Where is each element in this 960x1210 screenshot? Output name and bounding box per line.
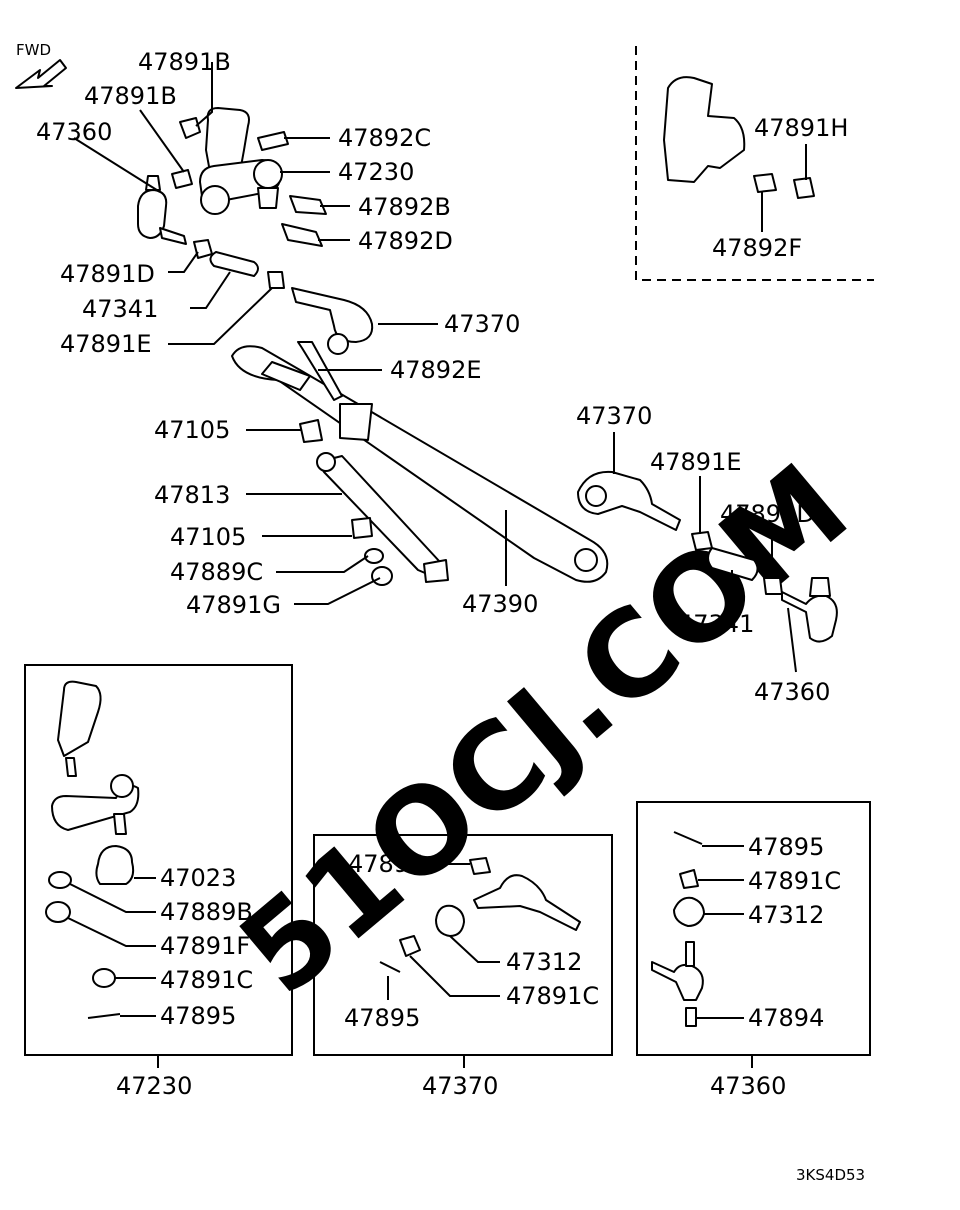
inset-bracket	[663, 76, 746, 183]
callout-47892d: 47892D	[358, 227, 453, 255]
callout-47891d-right: 47891D	[720, 500, 815, 528]
callout-47891b-upper: 47891B	[138, 48, 231, 76]
callout-47360-right: 47360	[754, 678, 830, 706]
detail-box-47370-callout-47895: 47895	[344, 1004, 420, 1032]
tie-rod-right-47370	[577, 470, 681, 531]
callout-47892e: 47892E	[390, 356, 482, 384]
bolt-47892e	[297, 341, 373, 441]
callout-47891g: 47891G	[186, 591, 281, 619]
detail-box-47370-title: 47370	[422, 1072, 498, 1100]
nut-47891b-lower	[171, 169, 193, 189]
nut-47891g	[371, 566, 393, 586]
callout-47891d-left: 47891D	[60, 260, 155, 288]
callout-47891h: 47891H	[754, 114, 848, 142]
drag-link-47390	[231, 345, 609, 583]
bushing-47105-lower	[351, 517, 373, 539]
nut-47891e-right	[691, 531, 713, 551]
fwd-label: FWD	[16, 41, 51, 59]
nut-47891d-right	[763, 577, 783, 595]
idler-arm-bracket	[199, 107, 283, 215]
callout-47891e-left: 47891E	[60, 330, 152, 358]
detail-box-47370-callout-47312: 47312	[506, 948, 582, 976]
callout-47360-left: 47360	[36, 118, 112, 146]
callout-47105-lower: 47105	[170, 523, 246, 551]
adjusting-tube-right	[707, 547, 759, 581]
washer-47889c	[364, 548, 384, 564]
tie-rod-end-left	[137, 175, 187, 245]
detail-box-47230-title: 47230	[116, 1072, 192, 1100]
bolt-47892d	[281, 223, 323, 247]
callout-47341-right: 47341	[678, 610, 754, 638]
detail-box-47230-callout-47023: 47023	[160, 864, 236, 892]
callout-47892c: 47892C	[338, 124, 431, 152]
bolt-47892c	[257, 131, 289, 151]
leader-lines	[73, 62, 807, 673]
detail-box-47230-callout-47891c: 47891C	[160, 966, 253, 994]
detail-box-47370-callout-47891c: 47891C	[506, 982, 599, 1010]
tie-rod-end-right	[781, 577, 838, 643]
callout-47813: 47813	[154, 481, 230, 509]
detail-box-47360-callout-47894: 47894	[748, 1004, 824, 1032]
detail-box-47230	[24, 664, 293, 1068]
nut-47891e-left	[267, 271, 285, 289]
detail-box-47360	[636, 801, 871, 1068]
detail-box-47230-callout-47895: 47895	[160, 1002, 236, 1030]
fwd-arrow-icon	[15, 59, 67, 89]
detail-box-47360-callout-47895: 47895	[748, 833, 824, 861]
detail-box-47360-callout-47312: 47312	[748, 901, 824, 929]
callout-47891b-lower: 47891B	[84, 82, 177, 110]
callout-47390: 47390	[462, 590, 538, 618]
nut-47891b-upper	[179, 117, 201, 139]
callout-47230: 47230	[338, 158, 414, 186]
callout-47892b: 47892B	[358, 193, 451, 221]
detail-box-47360-callout-47891c: 47891C	[748, 867, 841, 895]
detail-box-47360-title: 47360	[710, 1072, 786, 1100]
bolt-47892f	[753, 173, 777, 193]
inset-dashed-frame	[635, 46, 874, 281]
callout-47892f: 47892F	[712, 234, 802, 262]
callout-47891e-right: 47891E	[650, 448, 742, 476]
nut-47891h	[793, 177, 815, 199]
bushing-47105-upper	[299, 419, 323, 443]
callout-47889c: 47889C	[170, 558, 263, 586]
tie-rod-left-47370	[291, 287, 374, 355]
callout-47105-upper: 47105	[154, 416, 230, 444]
detail-box-47370-callout-47894: 47894	[348, 850, 424, 878]
callout-47341-left: 47341	[82, 295, 158, 323]
diagram-code: 3KS4D53	[796, 1166, 865, 1184]
detail-box-47230-callout-47889b: 47889B	[160, 898, 253, 926]
detail-box-47370	[313, 834, 613, 1068]
bolt-47892b	[289, 195, 327, 215]
steering-damper-47813	[316, 452, 449, 583]
detail-box-47230-callout-47891f: 47891F	[160, 932, 250, 960]
callout-47370-left: 47370	[444, 310, 520, 338]
adjusting-tube-left	[209, 251, 259, 277]
callout-47370-right: 47370	[576, 402, 652, 430]
